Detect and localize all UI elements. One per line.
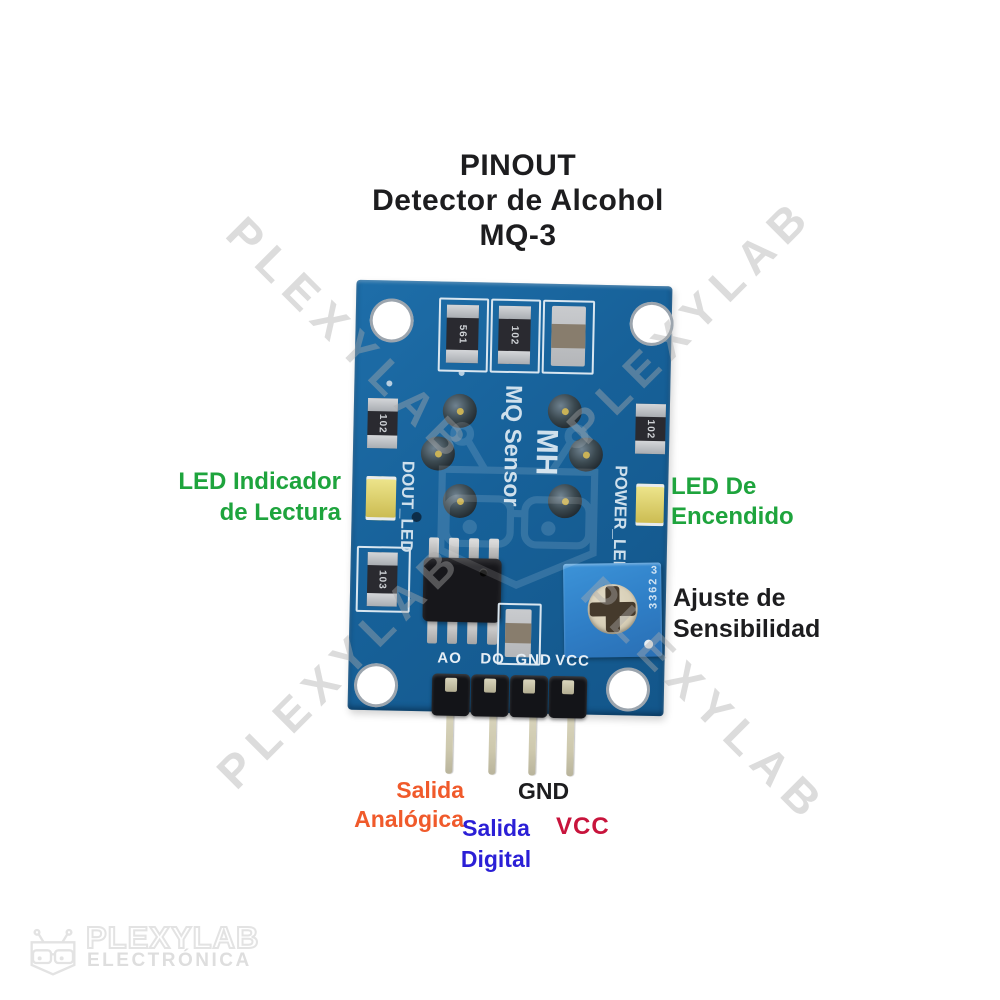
smd-resistor: 561 <box>445 304 480 364</box>
resistor-terminal <box>635 403 666 418</box>
smd-resistor: 102 <box>634 403 666 455</box>
mounting-hole-top-right <box>629 301 675 347</box>
silkscreen-box <box>541 299 596 375</box>
smd-resistor: 102 <box>497 305 532 365</box>
label-line: LED De <box>671 473 757 500</box>
pin-tip <box>444 677 458 692</box>
silkscreen-box: 561 <box>437 297 490 373</box>
label-line: Digital <box>460 846 532 872</box>
smd-capacitor <box>550 305 587 367</box>
resistor-terminal <box>367 434 398 449</box>
ic-leg <box>486 620 498 645</box>
label-vcc: VCC <box>556 813 610 840</box>
resistor-terminal <box>445 349 479 364</box>
header-socket-ao <box>431 673 471 717</box>
silkscreen-pin-vcc: VCC <box>555 651 591 670</box>
smd-capacitor <box>504 608 532 658</box>
pin-ao <box>445 711 454 774</box>
resistor-marking: 102 <box>376 413 389 434</box>
label-led-indicador: LED Indicador de Lectura <box>178 466 341 528</box>
watermark-glasses-icon <box>437 421 599 589</box>
resistor-marking: 561 <box>456 324 469 344</box>
label-salida-analogica: Salida Analógica <box>354 776 464 834</box>
pin-tip <box>483 678 497 693</box>
label-line: Ajuste de <box>673 584 786 612</box>
pin-gnd <box>528 713 537 776</box>
page-title: PINOUT Detector de Alcohol MQ-3 <box>318 148 718 253</box>
pin-do <box>488 712 497 775</box>
pin-vcc <box>566 714 575 777</box>
label-gnd: GND <box>518 778 570 804</box>
mounting-hole-top-left <box>369 298 415 343</box>
header-socket-gnd <box>509 675 549 718</box>
label-line: LED Indicador <box>178 468 341 495</box>
silkscreen-dout-led: DOUT_LED <box>396 460 418 553</box>
header-socket-vcc <box>548 675 588 719</box>
resistor-terminal <box>367 398 399 412</box>
dout-led <box>365 475 397 521</box>
ic-leg <box>426 619 438 644</box>
silkscreen-pin-gnd: GND <box>515 651 552 669</box>
label-line: Analógica <box>354 806 464 832</box>
resistor-terminal <box>497 350 531 365</box>
silk-dot <box>386 380 393 387</box>
ic-leg <box>466 620 478 645</box>
title-line-model: MQ-3 <box>479 219 557 252</box>
logo-brand-text: PLEXYLAB <box>85 919 260 956</box>
label-line: de Lectura <box>219 499 341 526</box>
resistor-marking: 102 <box>644 418 657 439</box>
resistor-terminal <box>366 593 397 607</box>
label-line: Encendido <box>671 503 794 530</box>
trimpot-marking-digit: 3 <box>650 564 658 577</box>
resistor-terminal <box>498 305 532 320</box>
smd-resistor: 102 <box>367 398 399 449</box>
power-led <box>635 483 665 527</box>
silkscreen-pin-ao: AO <box>437 649 463 668</box>
mounting-hole-bottom-right <box>605 667 651 712</box>
label-led-encendido: LED De Encendido <box>671 472 794 532</box>
pin-tip <box>522 679 536 694</box>
trimpot-marking: 3362 <box>647 576 660 610</box>
label-ajuste-sensibilidad: Ajuste de Sensibilidad <box>673 583 820 645</box>
trimpot-dot <box>644 639 654 649</box>
silk-dot <box>458 369 465 377</box>
plexylab-robot-icon <box>30 928 76 976</box>
resistor-marking: 102 <box>508 325 521 346</box>
resistor-terminal <box>446 304 480 319</box>
label-line: Salida <box>462 815 530 841</box>
silkscreen-box: 102 <box>489 298 542 374</box>
header-socket-do <box>470 674 510 718</box>
label-line: Salida <box>396 777 464 803</box>
logo-subtitle-text: ELECTRÓNICA <box>87 950 252 971</box>
mq3-sensor-board: 561 102 102 103 102 <box>347 279 675 777</box>
smd-resistor: 103 <box>366 552 398 607</box>
label-salida-digital: Salida Digital <box>426 813 566 875</box>
title-line-product: Detector de Alcohol <box>372 184 664 217</box>
label-line: Sensibilidad <box>673 615 821 643</box>
resistor-terminal <box>634 440 666 455</box>
ic-leg <box>446 619 458 644</box>
resistor-marking: 103 <box>376 569 388 590</box>
pin-tip <box>561 680 575 695</box>
silkscreen-pin-do: DO <box>480 650 506 668</box>
resistor-terminal <box>367 552 398 566</box>
mounting-hole-bottom-left <box>353 662 399 708</box>
title-line-pinout: PINOUT <box>459 149 577 182</box>
